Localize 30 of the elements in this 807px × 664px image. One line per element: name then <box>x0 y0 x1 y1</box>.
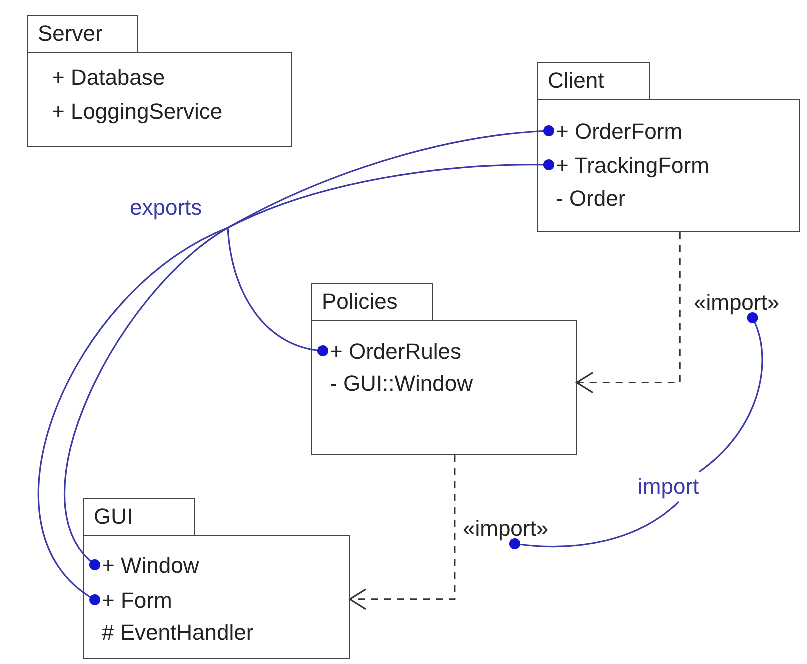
uml-package <box>27 15 292 147</box>
leader-line <box>699 312 764 473</box>
package-tab: GUI <box>83 498 195 536</box>
leader-line <box>228 160 554 229</box>
package-member: + LoggingService <box>46 97 286 127</box>
package-member: # EventHandler <box>96 618 316 648</box>
package-tab: Policies <box>311 283 433 321</box>
package-member: + Database <box>46 63 266 93</box>
package-member: - Order <box>550 184 750 214</box>
package-tab: Server <box>27 15 138 53</box>
stereotype-label: «import» <box>694 288 807 318</box>
package-member: - GUI::Window <box>324 369 544 399</box>
package-member: + OrderRules <box>324 337 544 367</box>
package-member: + OrderForm <box>550 117 750 147</box>
leader-line <box>64 227 228 570</box>
leader-line <box>227 228 328 356</box>
leader-line <box>38 227 228 606</box>
annotation-text: import <box>638 472 720 502</box>
package-member: + TrackingForm <box>550 151 780 181</box>
dependency-arrow <box>576 232 681 394</box>
uml-package <box>311 283 577 455</box>
package-member: + Form <box>96 586 296 616</box>
stereotype-label: «import» <box>463 514 576 544</box>
dependency-arrow <box>349 455 456 610</box>
annotation-text: exports <box>130 193 228 228</box>
leader-line <box>509 501 680 550</box>
package-tab: Client <box>537 62 650 100</box>
package-member: + Window <box>96 551 296 581</box>
uml-package <box>537 62 800 232</box>
uml-package <box>83 498 350 659</box>
